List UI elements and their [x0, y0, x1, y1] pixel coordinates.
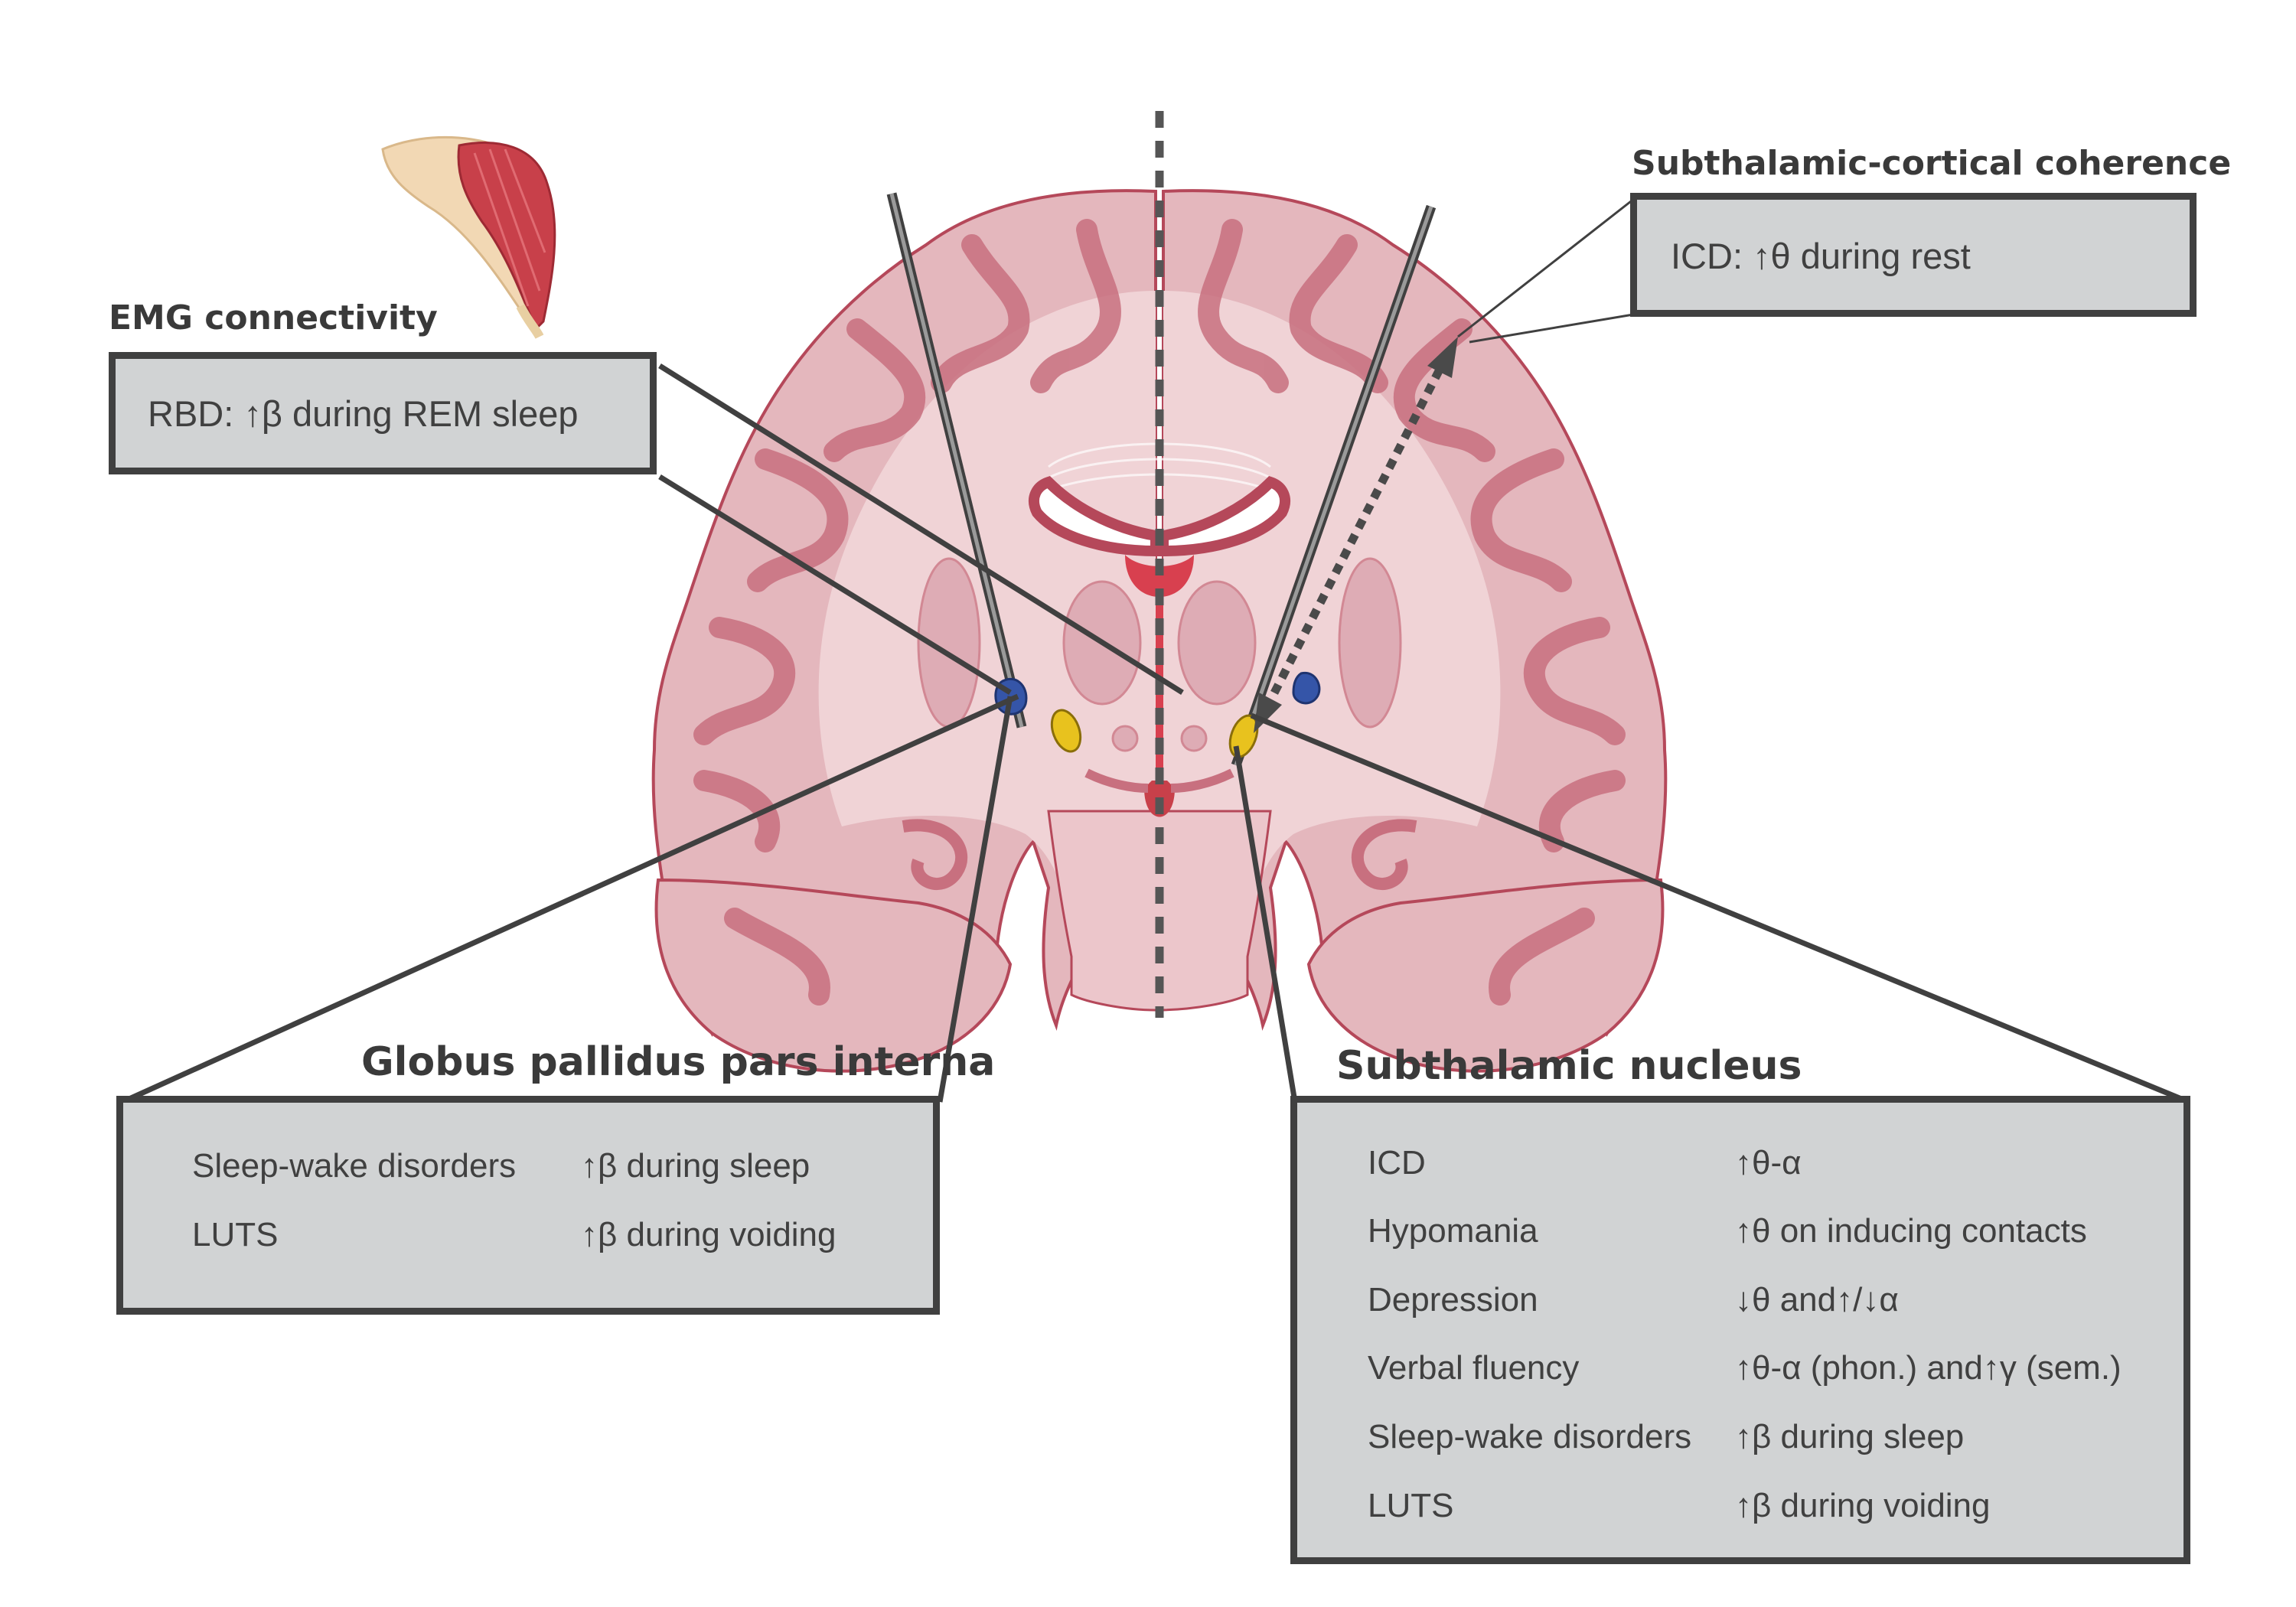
stn-row-label: Verbal fluency: [1368, 1349, 1580, 1387]
stn-row-label: ICD: [1368, 1144, 1426, 1182]
stn-row-value: ↑β during sleep: [1735, 1418, 1965, 1455]
stn-row-value: ↓θ and↑/↓α: [1735, 1281, 1899, 1319]
gpi-row-label: LUTS: [192, 1216, 279, 1253]
stn-row-value: ↑θ-α (phon.) and↑γ (sem.): [1735, 1349, 2122, 1387]
gpi-row-value: ↑β during voiding: [581, 1216, 837, 1253]
stn-row-label: Sleep-wake disorders: [1368, 1418, 1692, 1455]
stn-title: Subthalamic nucleus: [1336, 1043, 1802, 1089]
deltoid-muscle-icon: [381, 135, 556, 339]
stn-marker-left: [1050, 709, 1082, 753]
dbs-electrode-left: [886, 192, 1027, 729]
stn-row-value: ↑β during voiding: [1735, 1487, 1991, 1524]
stn-row-value: ↑θ-α: [1735, 1144, 1802, 1182]
gpi-title: Globus pallidus pars interna: [361, 1039, 996, 1085]
emg-title: EMG connectivity: [109, 298, 438, 337]
coherence-arrowhead-bottom: [1254, 693, 1282, 733]
emg-box: RBD: ↑β during REM sleep: [109, 352, 657, 474]
brain-coronal-section: [651, 189, 1668, 1073]
stn-row-value: ↑θ on inducing contacts: [1735, 1212, 2087, 1250]
gpi-row-label: Sleep-wake disorders: [192, 1147, 517, 1185]
emg-text: RBD: ↑β during REM sleep: [148, 393, 579, 434]
coherence-title: Subthalamic-cortical coherence: [1632, 144, 2232, 183]
coherence-arrow: [1263, 361, 1446, 710]
dbs-electrode-right: [1231, 204, 1437, 768]
coherence-box: ICD: ↑θ during rest: [1630, 193, 2197, 317]
coherence-text: ICD: ↑θ during rest: [1671, 236, 1971, 276]
stn-row-label: LUTS: [1368, 1487, 1454, 1524]
coherence-arrowhead-top: [1427, 337, 1458, 378]
gpi-box: Sleep-wake disorders ↑β during sleep LUT…: [116, 1096, 940, 1315]
stn-box: ICD ↑θ-α Hypomania ↑θ on inducing contac…: [1290, 1096, 2190, 1564]
gpi-row-value: ↑β during sleep: [581, 1147, 810, 1185]
gpi-marker-right: [1292, 671, 1321, 705]
stn-row-label: Hypomania: [1368, 1212, 1538, 1250]
stn-row-label: Depression: [1368, 1281, 1538, 1319]
